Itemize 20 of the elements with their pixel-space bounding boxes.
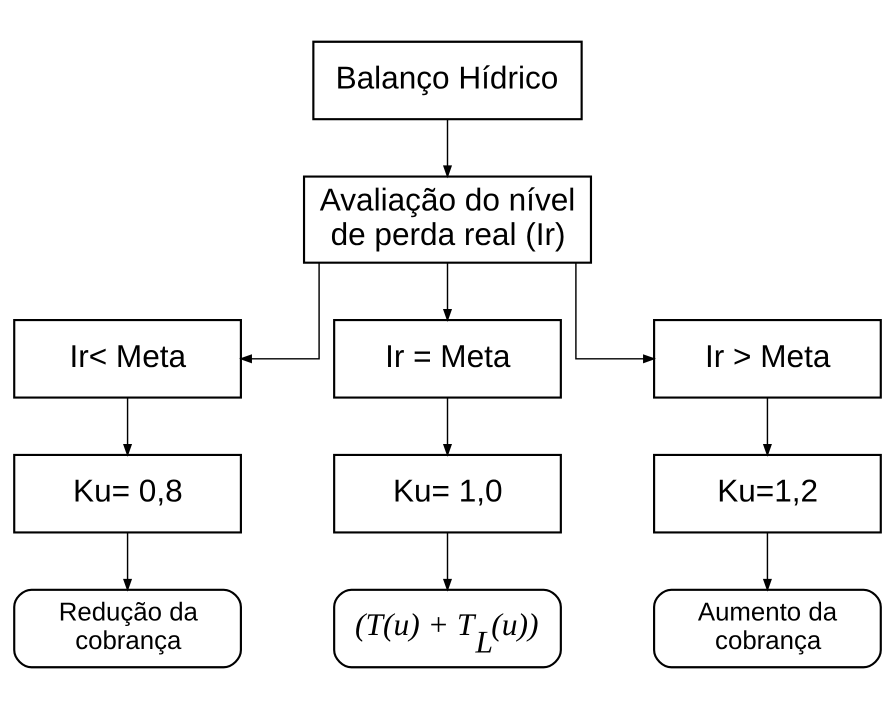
node-box: Avaliação do nível de perda real (Ir) — [302, 175, 592, 264]
arrow — [762, 532, 772, 592]
node-box: Ku=1,2 — [653, 453, 882, 533]
node-box: Ku= 1,0 — [333, 453, 562, 533]
node-box: Ir > Meta — [653, 318, 882, 398]
node-box: Ir = Meta — [333, 318, 562, 398]
arrow — [123, 397, 132, 456]
arrow — [442, 118, 452, 178]
arrow — [239, 262, 320, 363]
node-box: Redução da cobrança — [13, 588, 242, 668]
arrow — [442, 262, 452, 322]
arrow — [762, 397, 772, 456]
arrow — [123, 532, 132, 592]
arrow — [442, 532, 452, 592]
node-box: Ir< Meta — [13, 318, 242, 398]
node-box: Ku= 0,8 — [13, 453, 242, 533]
arrow — [442, 397, 452, 456]
arrow — [575, 262, 656, 363]
node-box: Balanço Hídrico — [312, 40, 583, 120]
node-box: Aumento da cobrança — [653, 588, 882, 668]
